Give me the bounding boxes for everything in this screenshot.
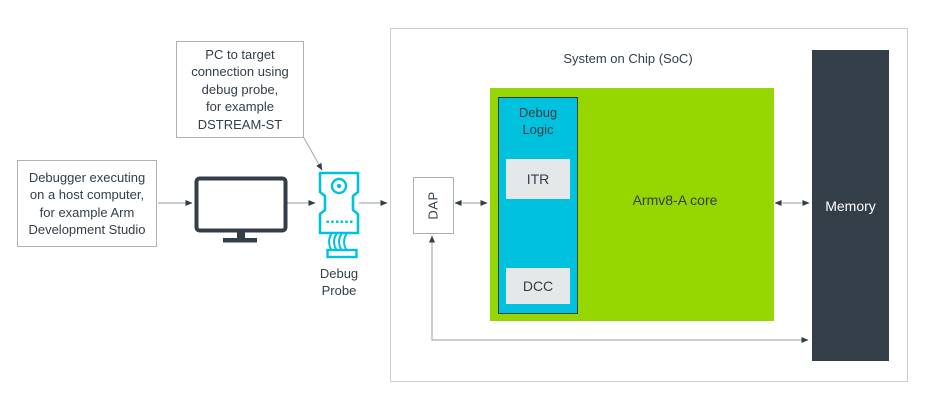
probe-contact-dots [326, 220, 353, 223]
debug-logic-label: Debug Logic [518, 105, 558, 137]
debug-probe-icon [318, 171, 360, 259]
dcc-box: DCC [506, 268, 570, 304]
soc-box: System on Chip (SoC) DAP Debug Logic ITR… [390, 28, 908, 382]
probe-ribbon-cable [328, 233, 348, 251]
debug-probe-label: Debug Probe [319, 266, 359, 298]
monitor-icon [194, 176, 288, 243]
debug-logic-box: Debug Logic ITR DCC [498, 97, 578, 314]
dap-box: DAP [413, 177, 454, 234]
armv8-core-box: Debug Logic ITR DCC Armv8-A core [490, 88, 774, 321]
memory-box: Memory [812, 50, 889, 361]
host-debugger-note: Debugger executing on a host computer, f… [17, 160, 157, 247]
probe-connection-text: PC to target connection using debug prob… [191, 46, 289, 132]
host-debugger-text: Debugger executing on a host computer, f… [28, 169, 146, 238]
soc-title: System on Chip (SoC) [563, 51, 693, 66]
armv8-core-label: Armv8-A core [632, 192, 718, 208]
dap-label: DAP [425, 191, 441, 220]
probe-connection-note: PC to target connection using debug prob… [176, 41, 304, 138]
itr-box: ITR [506, 159, 570, 199]
